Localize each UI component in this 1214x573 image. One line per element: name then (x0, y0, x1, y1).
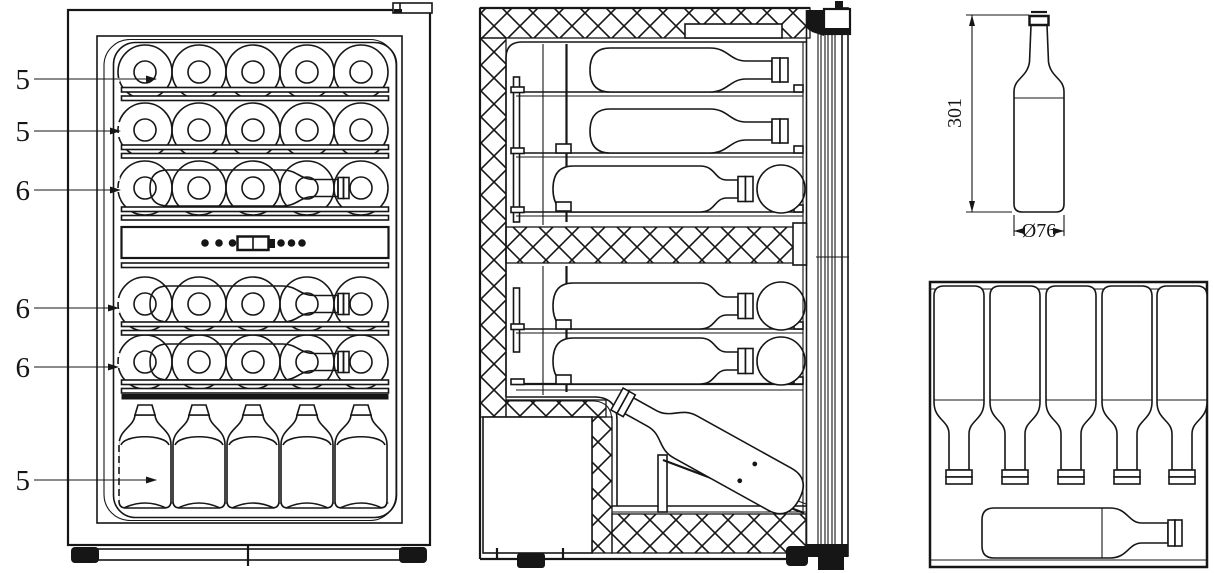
insulation-hatch (479, 7, 811, 554)
liner-top (505, 41, 806, 59)
door-outline (96, 35, 403, 524)
shelf-capacity-label: 5 (16, 64, 31, 96)
evaporator-plate (512, 287, 521, 353)
lying-bottle (149, 285, 350, 323)
shelf-capacity-label: 5 (16, 116, 31, 148)
shelf-capacity-label: 6 (16, 293, 31, 325)
bottle-diameter-label: Ø76 (1022, 220, 1056, 242)
front-foot (786, 546, 808, 566)
bottom-compartment (118, 394, 389, 509)
height-dimension: 301 (944, 14, 1029, 213)
left-foot (71, 547, 99, 563)
bottle-top-view (933, 285, 985, 485)
lying-bottle (149, 169, 350, 207)
control-panel (120, 225, 390, 260)
top-hinge (806, 10, 824, 36)
door-section (786, 1, 852, 570)
rear-foot (517, 553, 545, 568)
shelf-tray-outline (928, 280, 1209, 569)
panel-button[interactable] (298, 239, 306, 247)
top-hinge-tab (392, 2, 433, 14)
shelf-capacity-label: 5 (16, 465, 31, 497)
right-foot (399, 547, 427, 563)
panel-button[interactable] (277, 239, 285, 247)
diameter-dimension: Ø76 (1013, 215, 1065, 242)
rack-rail-frame (112, 41, 398, 519)
tilted-bottle (609, 386, 805, 515)
compressor-recess (482, 416, 593, 554)
cabinet-base (71, 544, 427, 566)
shelf-capacity-label: 6 (16, 175, 31, 207)
bottom-hinge (806, 544, 848, 557)
side-section-view (478, 1, 852, 570)
horizontal-bottle-top-view (981, 507, 1183, 559)
kick-plate (92, 548, 408, 561)
bottle-outline (1013, 10, 1065, 213)
bottle-dimension-view: 301 Ø76 (944, 10, 1065, 242)
shelf-bars (120, 86, 390, 394)
shelf-top-view (928, 280, 1209, 569)
door-outer-panel (841, 7, 849, 557)
bottle-top-view (1156, 285, 1208, 485)
front-view: 5 5 6 6 6 5 (16, 2, 433, 566)
upright-bottle (280, 404, 334, 509)
section-bottles (552, 47, 806, 386)
capacity-annotations: 5 5 6 6 6 5 (16, 64, 157, 497)
upright-bottle (118, 404, 172, 509)
upright-bottle (172, 404, 226, 509)
hinge-pin (835, 1, 843, 9)
shelf-capacity-label: 6 (16, 352, 31, 384)
lying-bottle (149, 343, 350, 381)
bottle-top-view (1045, 285, 1097, 485)
vent-slot (684, 23, 783, 39)
bottle-top-view (989, 285, 1041, 485)
panel-button[interactable] (201, 239, 209, 247)
panel-button[interactable] (228, 239, 237, 247)
upright-bottle (334, 404, 388, 509)
panel-button[interactable] (287, 239, 296, 247)
panel-button[interactable] (215, 239, 223, 247)
upright-bottle (226, 404, 280, 509)
bottle-top-view (1101, 285, 1153, 485)
bottle-height-label: 301 (944, 98, 966, 128)
